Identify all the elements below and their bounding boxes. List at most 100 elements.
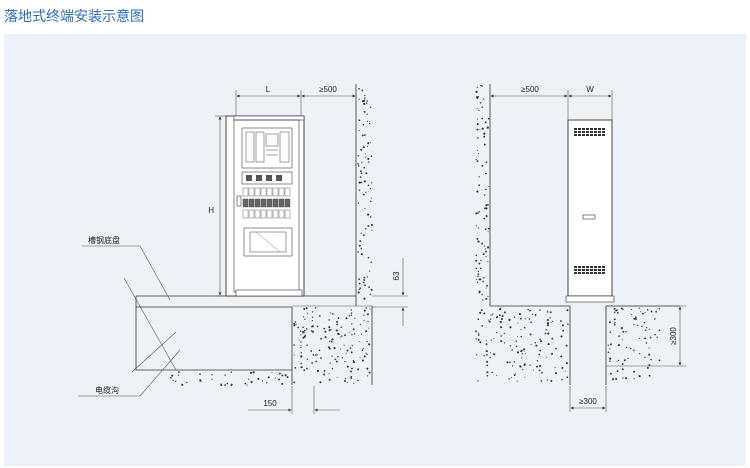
speckle xyxy=(567,323,569,326)
speckle xyxy=(224,384,227,386)
speckle xyxy=(518,313,522,316)
speckle xyxy=(339,336,341,338)
speckle xyxy=(477,380,479,382)
speckle xyxy=(350,314,353,316)
speckle xyxy=(224,374,226,376)
speckle xyxy=(546,322,550,325)
speckle xyxy=(353,382,355,384)
speckle xyxy=(654,318,656,320)
vent-slot xyxy=(578,266,581,268)
speckle xyxy=(479,102,482,104)
label-trench: 电缆沟 xyxy=(95,385,119,395)
speckle xyxy=(352,360,354,362)
speckle xyxy=(560,355,563,358)
speckle xyxy=(277,378,281,381)
vent-slot xyxy=(578,269,581,271)
speckle xyxy=(485,350,488,353)
speckle xyxy=(362,146,365,149)
vent-slot xyxy=(586,134,589,136)
speckle xyxy=(477,270,479,273)
vent-slot xyxy=(574,128,577,130)
speckle xyxy=(638,353,641,355)
speckle xyxy=(565,344,568,347)
vent-slot xyxy=(598,272,601,274)
speckle xyxy=(546,310,549,312)
speckle xyxy=(510,376,512,378)
terminal-block xyxy=(260,198,267,208)
speckle xyxy=(266,382,268,384)
vent-slot xyxy=(582,128,585,130)
speckle xyxy=(368,327,370,329)
speckle xyxy=(513,374,516,377)
side-view: ≥500 W ≥300 ≥300 xyxy=(475,84,686,412)
speckle xyxy=(312,354,315,356)
speckle xyxy=(362,193,365,196)
speckle xyxy=(483,194,486,196)
speckle xyxy=(607,351,610,354)
speckle xyxy=(490,318,492,320)
speckle xyxy=(367,225,369,227)
speckle xyxy=(246,384,248,386)
speckle xyxy=(487,117,490,120)
speckle xyxy=(306,358,308,360)
speckle xyxy=(319,381,322,384)
speckle xyxy=(302,326,304,329)
speckle xyxy=(351,323,353,325)
speckle xyxy=(486,360,489,363)
speckle xyxy=(509,361,511,363)
speckle xyxy=(370,288,373,291)
speckle xyxy=(546,356,548,358)
speckle xyxy=(560,320,562,322)
speckle xyxy=(367,142,370,145)
speckle xyxy=(323,327,326,330)
speckle xyxy=(550,352,554,355)
speckle xyxy=(483,276,485,279)
speckle xyxy=(477,122,479,125)
speckle xyxy=(230,371,232,373)
speckle xyxy=(513,361,516,363)
speckle xyxy=(271,371,273,373)
speckle xyxy=(172,379,174,382)
speckle xyxy=(230,385,232,387)
trench-cross-line-b xyxy=(131,331,177,373)
speckle xyxy=(300,345,302,347)
speckle xyxy=(360,170,362,172)
speckle xyxy=(550,321,552,323)
speckle xyxy=(641,312,644,315)
speckle xyxy=(539,364,542,367)
speckle xyxy=(341,335,343,337)
speckle xyxy=(615,377,618,381)
speckle xyxy=(483,312,486,315)
speckle xyxy=(304,334,306,337)
speckle xyxy=(522,368,524,371)
speckle xyxy=(340,348,342,350)
speckle xyxy=(181,383,184,386)
front-wall xyxy=(357,87,373,300)
speckle xyxy=(343,344,345,346)
speckle xyxy=(359,240,362,242)
speckle xyxy=(336,320,339,323)
speckle xyxy=(484,228,487,231)
speckle xyxy=(178,371,180,373)
speckle xyxy=(343,379,347,383)
speckle xyxy=(368,161,370,163)
terminal-block xyxy=(272,187,279,197)
speckle xyxy=(616,370,619,373)
speckle xyxy=(346,349,349,352)
speckle xyxy=(475,330,478,333)
speckle xyxy=(483,354,485,357)
speckle xyxy=(547,312,549,314)
speckle xyxy=(361,134,364,137)
speckle xyxy=(511,349,513,351)
speckle xyxy=(496,375,497,376)
speckle xyxy=(358,189,361,191)
speckle xyxy=(170,376,172,379)
speckle xyxy=(250,381,253,384)
speckle xyxy=(485,172,487,175)
speckle xyxy=(658,308,661,310)
vent-slot xyxy=(582,272,585,274)
speckle xyxy=(644,312,646,314)
speckle xyxy=(358,244,361,247)
speckle xyxy=(547,332,550,335)
speckle xyxy=(499,308,502,311)
